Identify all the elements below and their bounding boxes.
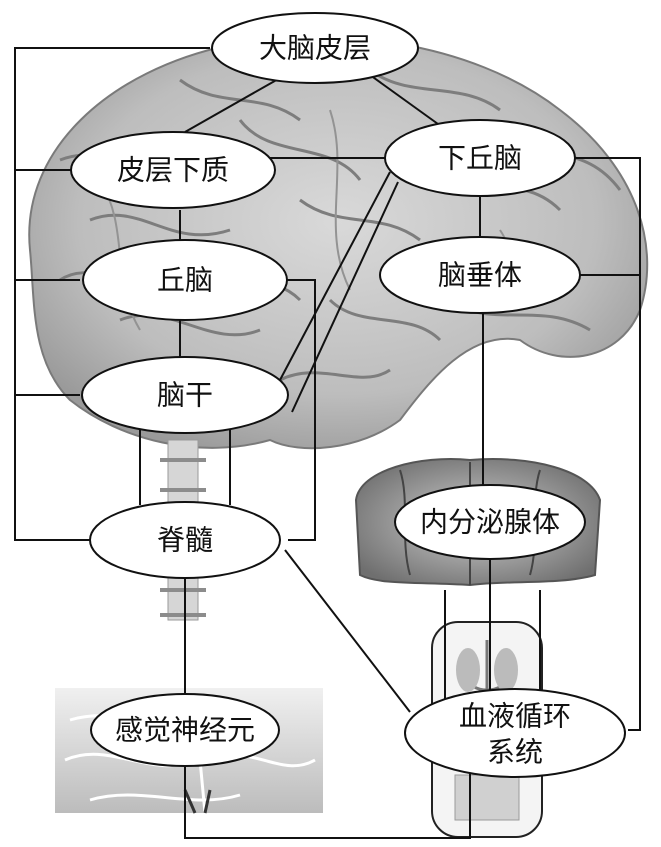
- node-pituitary-label: 脑垂体: [438, 259, 522, 292]
- node-hypothalamus: 下丘脑: [385, 120, 575, 196]
- node-thalamus: 丘脑: [83, 240, 287, 320]
- node-circulation-label-line1: 血液循环: [459, 700, 571, 733]
- node-circulation: 血液循环 系统: [405, 689, 625, 777]
- node-circulation-label-line2: 系统: [487, 736, 543, 769]
- node-endocrine-label: 内分泌腺体: [420, 506, 560, 539]
- node-thalamus-label: 丘脑: [157, 264, 213, 297]
- node-spinal-cord-label: 脊髓: [157, 524, 213, 557]
- node-sensory-neuron-label: 感觉神经元: [115, 714, 255, 747]
- node-cortex: 大脑皮层: [212, 13, 418, 83]
- node-spinal-cord: 脊髓: [90, 502, 280, 578]
- node-sensory-neuron: 感觉神经元: [91, 694, 279, 766]
- node-subcortex-label: 皮层下质: [117, 154, 229, 187]
- node-endocrine: 内分泌腺体: [395, 485, 585, 559]
- node-brainstem-label: 脑干: [157, 379, 213, 412]
- node-subcortex: 皮层下质: [71, 132, 275, 208]
- node-pituitary: 脑垂体: [380, 237, 580, 313]
- node-cortex-label: 大脑皮层: [259, 32, 371, 65]
- node-hypothalamus-label: 下丘脑: [438, 142, 522, 175]
- node-brainstem: 脑干: [82, 357, 288, 433]
